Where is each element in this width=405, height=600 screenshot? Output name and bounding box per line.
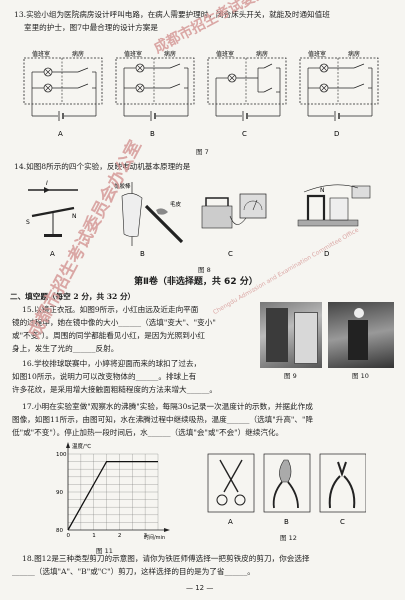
- scissors-b: B: [263, 453, 311, 526]
- experiment-d: N D: [297, 184, 371, 258]
- scissors-c-label: C: [340, 518, 345, 526]
- temperature-series-line: [67, 460, 158, 531]
- q16-line2: 如图10所示，说明力可以改变物体的______。排球上有: [12, 372, 197, 381]
- north-pole-label: N: [72, 213, 77, 220]
- q17-line1: 17.小明在实验室做"观察水的沸腾"实验，每隔30s记录一次温度计的示数，并据此…: [22, 402, 313, 411]
- option-c-label: C: [242, 130, 247, 138]
- option-d-label: D: [334, 130, 339, 138]
- figure-8-caption: 图 8: [198, 266, 211, 274]
- duty-room-label: 值班室: [124, 50, 142, 58]
- part-two-title: 第Ⅱ卷（非选择题，共 62 分）: [134, 277, 258, 287]
- option-c-label: C: [228, 250, 233, 258]
- page-number: — 12 —: [186, 584, 214, 592]
- fill-blank-heading: 二、填空题（每空 2 分，共 32 分）: [10, 292, 136, 301]
- option-b-label: B: [150, 130, 155, 138]
- q15-line1: 15.以镜正衣冠。如图9所示，小红由远及近走向平面: [22, 305, 199, 314]
- figure-10-photo: [328, 302, 394, 368]
- x-tick-label: 0: [67, 533, 71, 539]
- circuit-a: 值班室 病房 A: [23, 50, 103, 138]
- y-tick-label: 100: [56, 452, 67, 458]
- rubber-rod-label: 橡胶棒: [114, 182, 131, 190]
- fur-label: 毛皮: [170, 200, 182, 208]
- current-label: I: [46, 180, 48, 187]
- figure-7-circuits: 值班室 病房 A 值班室 病房: [23, 50, 379, 138]
- figure-9-photo: [260, 302, 322, 368]
- ward-label: 病房: [72, 50, 84, 58]
- option-b-label: B: [140, 250, 145, 258]
- scissors-a-label: A: [228, 518, 233, 526]
- q14-stem: 14.如图8所示的四个实验，反映电动机基本原理的是: [14, 162, 191, 171]
- ward-label: 病房: [164, 50, 176, 58]
- q17-line2: 图像，如图11所示，由图可知，水在沸腾过程中继续吸热，温度______（选填"升…: [12, 415, 314, 424]
- scissors-a: A: [207, 453, 255, 526]
- q17-line3: 低"或"不变"）。停止加热一段时间后，水______（选填"会"或"不会"）继续…: [12, 428, 284, 437]
- y-axis-label: 温度/℃: [72, 442, 91, 450]
- figure-12-scissors: A B C: [207, 453, 366, 526]
- q16-line1: 16.学校排球联赛中，小婷将迎面而来的球扣了过去，: [22, 359, 202, 368]
- scissors-b-label: B: [284, 518, 289, 526]
- q15-line2: 镜的过程中，她在镜中像的大小______（选填"变大"、"变小": [12, 318, 216, 327]
- north-pole-label: N: [320, 187, 325, 194]
- x-tick-label: 2: [118, 533, 122, 539]
- q15-line3: 或"不变"）。周围的同学都能看见小红，是因为光照到小红: [12, 331, 206, 340]
- duty-room-label: 值班室: [216, 50, 234, 58]
- option-d-label: D: [324, 250, 329, 258]
- experiment-a: I S N A: [26, 180, 78, 258]
- x-tick-label: 1: [92, 533, 96, 539]
- circuit-d: 值班室 病房 D: [299, 50, 379, 138]
- figure-11-chart: 温度/℃ 时间/min 0 1 2 3 80 90 100: [56, 442, 170, 541]
- ward-label: 病房: [256, 50, 268, 58]
- option-a-label: A: [50, 250, 55, 258]
- figure-9-caption: 图 9: [284, 372, 297, 380]
- figure-7-caption: 图 7: [196, 148, 209, 156]
- y-tick-label: 90: [56, 490, 63, 496]
- circuit-b: 值班室 病房 B: [115, 50, 195, 138]
- y-tick-label: 80: [56, 528, 63, 534]
- ward-label: 病房: [348, 50, 360, 58]
- duty-room-label: 值班室: [32, 50, 50, 58]
- q18-line1: 18.图12是三种类型剪刀的示意图，请你为铁匠师傅选择一把剪铁皮的剪刀，你会选择: [22, 554, 310, 563]
- figure-11-caption: 图 11: [96, 547, 113, 555]
- q18-line2: ______（选填"A"、"B"或"C"）剪刀，这样选择的目的是为了省_____…: [12, 567, 255, 576]
- option-a-label: A: [58, 130, 63, 138]
- figure-10-caption: 图 10: [352, 372, 369, 380]
- q16-line3: 许多花纹，是采用增大接触面粗糙程度的方法来增大______。: [12, 385, 218, 394]
- experiment-b: 橡胶棒 毛皮 B: [114, 182, 184, 258]
- q15-line4: 身上，发生了光的______反射。: [12, 344, 119, 353]
- q13-stem-line2: 室里的护士，图7中最合理的设计方案是: [24, 23, 158, 32]
- south-pole-label: S: [26, 219, 30, 226]
- figure-8-experiments: I S N A 橡胶棒 毛皮 B C: [26, 180, 371, 258]
- x-axis-label: 时间/min: [144, 534, 165, 541]
- scissors-c: C: [319, 453, 366, 526]
- q13-stem-line1: 13.实验小组为医院病房设计呼叫电路，在病人需要护理时，闭合床头开关，就能及时通…: [14, 10, 330, 19]
- duty-room-label: 值班室: [308, 50, 326, 58]
- circuit-c: 值班室 病房 C: [207, 50, 287, 138]
- figure-12-caption: 图 12: [280, 534, 297, 542]
- experiment-c: C: [201, 193, 267, 258]
- x-tick-label: 3: [144, 533, 148, 539]
